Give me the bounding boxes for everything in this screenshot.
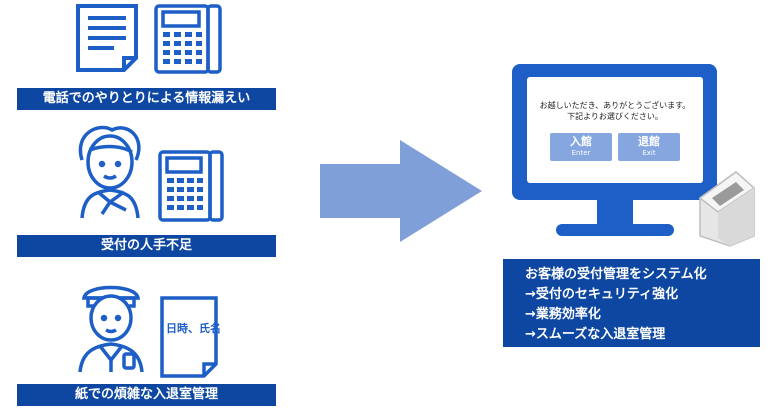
solution-line: →スムーズな入退室管理 <box>525 327 666 342</box>
phone-icon <box>154 4 222 74</box>
kiosk-greeting-line2: 下記よりお選びください。 <box>567 112 663 121</box>
enter-button-sublabel: Enter <box>571 149 591 157</box>
exit-button-label: 退館 <box>638 135 660 148</box>
right-arrow-icon <box>320 140 482 242</box>
exit-button[interactable]: 退館 Exit <box>618 133 680 161</box>
security-guard-icon <box>78 285 144 373</box>
solution-line: →受付のセキュリティ強化 <box>525 287 679 302</box>
enter-button[interactable]: 入館 Enter <box>550 133 612 161</box>
solution-line: →業務効率化 <box>525 307 601 322</box>
problem-label-phone-leak: 電話でのやりとりによる情報漏えい <box>17 88 276 110</box>
solution-line: お客様の受付管理をシステム化 <box>525 267 707 282</box>
form-paper-icon <box>160 296 218 378</box>
problem-illustrations <box>76 4 224 378</box>
problem-label-paper-management: 紙での煩雑な入退室管理 <box>17 384 276 406</box>
card-reader-icon <box>698 171 756 247</box>
exit-button-sublabel: Exit <box>642 149 656 157</box>
kiosk-greeting-line1: お越しいただき、ありがとうございます。 <box>539 101 691 110</box>
problem-label-staff-shortage: 受付の人手不足 <box>17 235 276 257</box>
receptionist-icon <box>78 125 141 219</box>
solution-summary-box: お客様の受付管理をシステム化 →受付のセキュリティ強化 →業務効率化 →スムーズ… <box>503 259 760 347</box>
phone-icon <box>158 150 224 222</box>
form-paper-text: 日時、氏名 <box>166 322 221 335</box>
enter-button-label: 入館 <box>570 135 592 148</box>
document-icon <box>76 4 138 72</box>
